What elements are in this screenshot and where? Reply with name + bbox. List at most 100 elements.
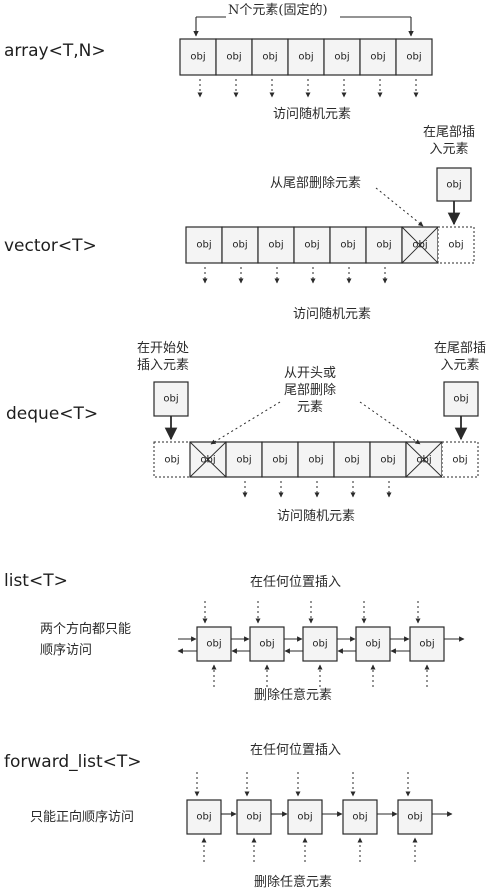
array-cell-label-0: obj: [190, 51, 206, 63]
forward-list-insert-label: 在任何位置插入: [250, 743, 342, 758]
vector-remove-pointer: [375, 187, 424, 227]
vector-access-label: 访问随机元素: [293, 307, 372, 322]
deque-cell-3: [297, 441, 335, 478]
array-cell-6: [395, 38, 433, 76]
array-cell-label-4: obj: [334, 51, 350, 63]
deque-insert-back-obj-label: obj: [453, 393, 469, 405]
forward-list-node-label-3: obj: [352, 811, 368, 823]
vector-cell-label-3: obj: [304, 239, 320, 251]
deque-spare-front: [153, 441, 191, 478]
array-cell-label-3: obj: [298, 51, 314, 63]
deque-cell-label-0: obj: [200, 454, 216, 465]
deque-remove-pointer-back: [359, 401, 421, 445]
deque-remove-line-1: 从开头或: [284, 366, 337, 381]
list-node-label-3: obj: [365, 638, 381, 650]
forward-list-node-label-1: obj: [246, 811, 262, 823]
list-title: list<T>: [4, 571, 68, 591]
array-cell-label-2: obj: [262, 51, 278, 63]
vector-remove-end-label: 从尾部删除元素: [270, 176, 362, 191]
list-node-1: [249, 626, 285, 662]
forward-list-node-2: [287, 799, 323, 835]
array-cell-5: [359, 38, 397, 76]
vector-cell-3: [293, 226, 331, 264]
deque-cell-5: [369, 441, 407, 478]
array-cell-label-6: obj: [406, 51, 422, 63]
list-node-2: [302, 626, 338, 662]
forward-list-node-3: [342, 799, 378, 835]
vector-insert-end-label: 在尾部插 入元素: [423, 124, 475, 158]
array-cell-1: [215, 38, 253, 76]
vector-cell-5: [365, 226, 403, 264]
deque-insert-front-obj-label: obj: [163, 393, 179, 405]
vector-title: vector<T>: [4, 236, 97, 256]
list-node-label-4: obj: [419, 638, 435, 650]
vector-cell-label-2: obj: [268, 239, 284, 251]
vector-spare-cell: [437, 226, 475, 264]
vector-insert-end-line-1: 在尾部插: [423, 125, 476, 140]
deque-remove-line-2: 尾部删除: [284, 383, 337, 398]
list-node-0: [196, 626, 232, 662]
vector-insert-end-line-2: 入元素: [429, 142, 469, 157]
deque-insert-back-obj: [443, 381, 479, 417]
deque-remove-label: 从开头或 尾部删除 元素: [284, 365, 336, 416]
array-cell-4: [323, 38, 361, 76]
deque-removed-back-cross-b: [405, 441, 443, 478]
forward-list-side-label: 只能正向顺序访问: [30, 810, 135, 825]
list-node-3: [355, 626, 391, 662]
forward-list-node-label-4: obj: [407, 811, 423, 823]
deque-remove-pointer-front: [210, 401, 281, 445]
forward-list-title: forward_list<T>: [4, 752, 142, 772]
list-node-4: [409, 626, 445, 662]
deque-cell-label-3: obj: [308, 454, 324, 465]
vector-cell-label-6: obj: [412, 239, 428, 251]
forward-list-node-4: [397, 799, 433, 835]
array-title: array<T,N>: [4, 41, 106, 61]
vector-cell-label-1: obj: [232, 239, 248, 251]
array-brace-label: N个元素(固定的): [228, 3, 328, 18]
deque-spare-front-label: obj: [164, 454, 180, 465]
forward-list-node-label-0: obj: [196, 811, 212, 823]
deque-access-label: 访问随机元素: [277, 509, 356, 524]
deque-cell-4: [333, 441, 371, 478]
deque-title: deque<T>: [6, 404, 99, 424]
forward-list-node-label-2: obj: [297, 811, 313, 823]
array-cell-0: [179, 38, 217, 76]
vector-cell-label-5: obj: [376, 239, 392, 251]
array-cell-label-5: obj: [370, 51, 386, 63]
deque-remove-line-3: 元素: [297, 400, 324, 415]
vector-cell-2: [257, 226, 295, 264]
vector-removed-cross-b: [401, 226, 439, 264]
vector-spare-cell-label: obj: [448, 239, 464, 251]
vector-cell-1: [221, 226, 259, 264]
deque-insert-begin-line-2: 插入元素: [137, 358, 190, 373]
list-node-label-1: obj: [259, 638, 275, 650]
vector-insert-obj-label: obj: [446, 179, 462, 190]
deque-insert-end-line-1: 在尾部插: [434, 341, 487, 356]
forward-list-node-1: [236, 799, 272, 835]
deque-insert-end-label: 在尾部插 入元素: [434, 340, 486, 374]
deque-cell-1: [225, 441, 263, 478]
deque-spare-back-label: obj: [452, 454, 468, 465]
forward-list-remove-label: 删除任意元素: [254, 875, 333, 890]
list-remove-label: 删除任意元素: [254, 688, 333, 703]
list-side-line-1: 两个方向都只能: [40, 622, 132, 637]
deque-cell-label-2: obj: [272, 454, 288, 465]
vector-cell-label-4: obj: [340, 239, 356, 251]
deque-cell-label-5: obj: [380, 454, 396, 465]
deque-insert-end-line-2: 入元素: [440, 358, 480, 373]
vector-cell-0: [185, 226, 223, 264]
deque-cell-label-4: obj: [344, 454, 360, 465]
list-node-label-0: obj: [206, 638, 222, 650]
vector-cell-label-0: obj: [196, 239, 212, 251]
deque-insert-begin-line-1: 在开始处: [137, 341, 190, 356]
deque-cell-label-6: obj: [416, 454, 432, 465]
deque-removed-front-cross-b: [189, 441, 227, 478]
deque-cell-label-1: obj: [236, 454, 252, 465]
list-side-line-2: 顺序访问: [40, 643, 93, 658]
list-node-label-2: obj: [312, 638, 328, 650]
list-side-label: 两个方向都只能 顺序访问: [40, 619, 131, 661]
array-access-label: 访问随机元素: [273, 107, 352, 122]
vector-insert-obj: [436, 167, 472, 202]
